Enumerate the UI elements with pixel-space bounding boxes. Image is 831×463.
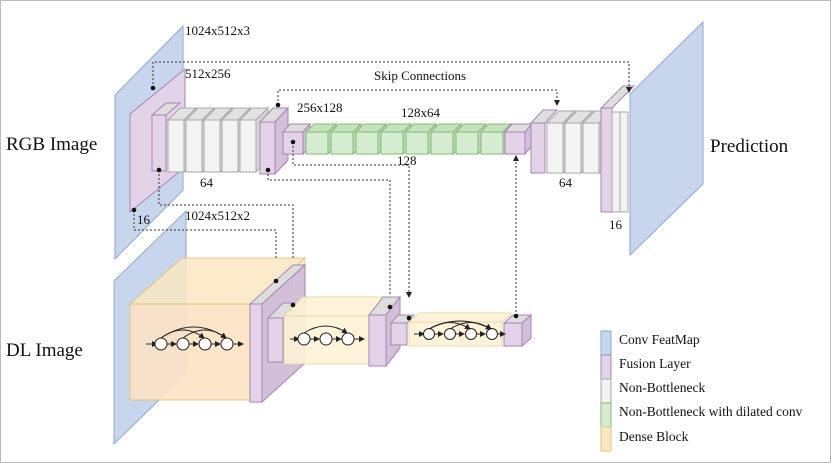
dim-dilated: 128x64 [401,105,441,120]
skip-connections [133,61,632,316]
dl-fusion-layer-small-3 [502,313,533,348]
legend: Conv FeatMap Fusion Layer Non-Bottleneck… [600,330,803,452]
legend-swatch [600,378,612,404]
dl-fusion-layer-small-1 [266,302,300,363]
fusion-layer-small-3 [503,122,534,156]
decoder-fusion-layer [529,109,559,174]
rgb-image-label: RGB Image [6,134,97,155]
legend-label: Fusion Layer [619,356,691,371]
dense-block-graph-3 [414,320,506,340]
legend-item-dense-block: Dense Block [600,426,689,452]
legend-swatch [600,402,612,428]
dim-channels-64-enc: 64 [200,175,214,190]
dense-block-3 [407,312,514,347]
legend-swatch [600,330,612,356]
legend-item-non-bottleneck: Non-Bottleneck [600,378,705,404]
dl-image-label: DL Image [6,340,83,361]
prediction-label: Prediction [710,136,789,157]
legend-swatch [600,354,612,380]
dim-fusion-512: 512x256 [185,66,231,81]
dense-block-graph-1 [146,326,244,351]
legend-item-fusion-layer: Fusion Layer [600,354,691,380]
legend-label: Conv FeatMap [619,332,700,347]
dim-channels-128: 128 [397,153,417,168]
dim-channels-64-dec: 64 [559,175,573,190]
skip-dots [131,85,519,321]
prediction-featmap [629,20,704,257]
fusion-layer-256 [258,106,290,176]
legend-swatch [600,426,612,452]
dim-rgb-input: 1024x512x3 [185,23,250,38]
legend-item-conv-featmap: Conv FeatMap [600,330,700,356]
dense-block-graph-2 [290,325,365,346]
dilated-non-bottleneck-stack [304,122,513,156]
legend-item-non-bottleneck-dilated: Non-Bottleneck with dilated conv [600,402,803,428]
decoder-output-stack-16 [599,85,636,213]
dim-fusion-256: 256x128 [297,100,343,115]
fusion-layer-small-1 [150,102,182,172]
legend-label: Non-Bottleneck [619,380,705,395]
legend-label: Non-Bottleneck with dilated conv [619,404,803,419]
dim-dl-input: 1024x512x2 [185,208,250,223]
legend-label: Dense Block [619,429,689,444]
skip-connections-label: Skip Connections [374,68,466,83]
non-bottleneck-stack-64 [166,106,270,174]
dim-channels-16-right: 16 [609,217,623,232]
dim-channels-16-left: 16 [137,212,151,227]
